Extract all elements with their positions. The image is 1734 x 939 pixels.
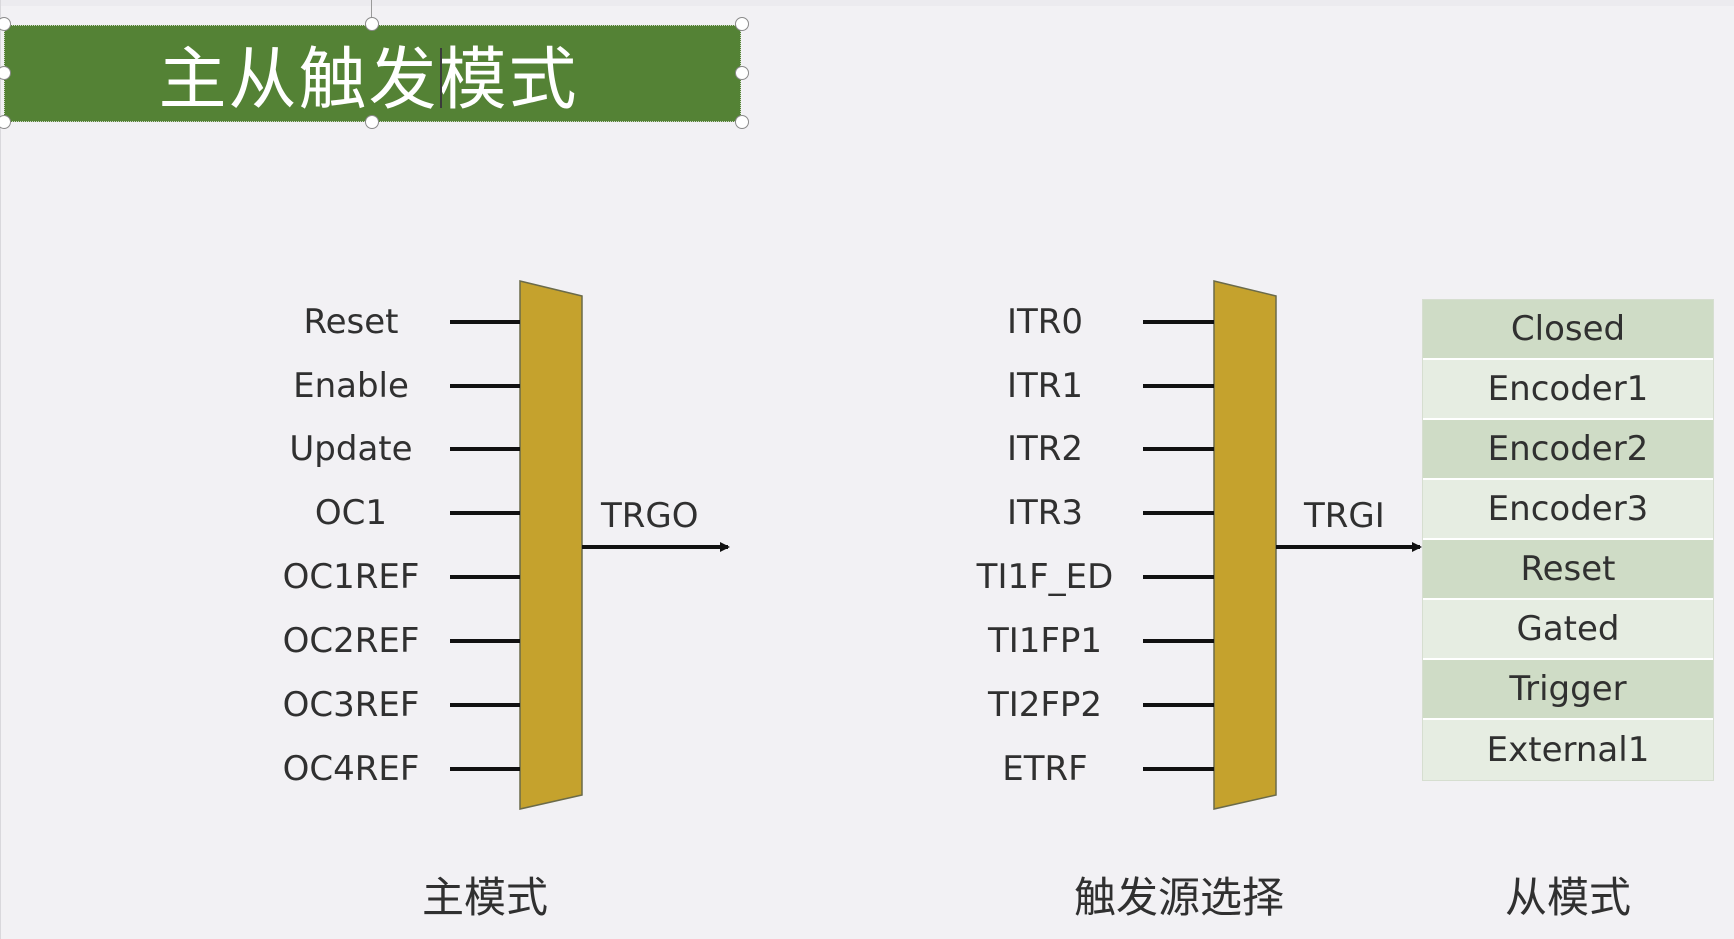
resize-handle-bottom-left[interactable] — [0, 115, 11, 129]
slide-left-edge — [0, 0, 1, 939]
trigger-input-label-itr0: ITR0 — [1006, 302, 1084, 342]
trigger-input-label-ti2fp2: TI2FP2 — [987, 685, 1103, 725]
master-input-label-enable: Enable — [293, 366, 409, 406]
master-input-label-oc1ref: OC1REF — [282, 557, 420, 597]
slave-mode-row-encoder1: Encoder1 — [1423, 360, 1713, 420]
trigger-input-label-itr3: ITR3 — [1006, 493, 1084, 533]
trigger-input-lines — [1143, 320, 1214, 771]
master-input-label-oc2ref: OC2REF — [282, 621, 420, 661]
master-input-label-oc3ref: OC3REF — [282, 685, 420, 725]
slave-mode-row-closed: Closed — [1423, 300, 1713, 360]
master-input-label-oc1: OC1 — [314, 493, 388, 533]
resize-handle-top-center[interactable] — [365, 17, 379, 31]
trigger-select-caption: 触发源选择 — [1073, 873, 1284, 922]
trigger-input-label-etrf: ETRF — [1002, 749, 1088, 789]
slave-mode-row-reset: Reset — [1423, 540, 1713, 600]
page-title[interactable]: 主从触发模式 — [158, 41, 579, 120]
master-mux — [519, 280, 583, 810]
trigger-input-label-itr2: ITR2 — [1006, 429, 1084, 469]
slide-top-strip — [0, 0, 1734, 6]
text-cursor — [440, 48, 442, 108]
master-mode-caption: 主模式 — [421, 873, 548, 922]
resize-handle-top-left[interactable] — [0, 17, 11, 31]
resize-handle-middle-right[interactable] — [735, 66, 749, 80]
trigger-input-label-ti1fp1: TI1FP1 — [987, 621, 1103, 661]
trgi-label: TRGI — [1304, 496, 1385, 536]
trigger-input-label-itr1: ITR1 — [1006, 366, 1084, 406]
trigger-select-mux — [1213, 280, 1277, 810]
master-input-label-reset: Reset — [303, 302, 399, 342]
master-input-lines — [450, 320, 520, 771]
resize-handle-bottom-right[interactable] — [735, 115, 749, 129]
slave-mode-table: Closed Encoder1 Encoder2 Encoder3 Reset … — [1422, 299, 1714, 781]
slave-mode-row-trigger: Trigger — [1423, 660, 1713, 720]
trgo-label: TRGO — [601, 496, 699, 536]
resize-handle-top-right[interactable] — [735, 17, 749, 31]
resize-handle-middle-left[interactable] — [0, 66, 11, 80]
slave-mode-row-external1: External1 — [1423, 720, 1713, 780]
title-text-box[interactable]: 主从触发模式 — [4, 25, 741, 122]
slave-mode-caption: 从模式 — [1504, 873, 1631, 922]
rotate-handle-stem — [371, 0, 372, 20]
slave-mode-row-gated: Gated — [1423, 600, 1713, 660]
slave-mode-row-encoder2: Encoder2 — [1423, 420, 1713, 480]
resize-handle-bottom-center[interactable] — [365, 115, 379, 129]
master-input-label-oc4ref: OC4REF — [282, 749, 420, 789]
trigger-input-label-ti1f-ed: TI1F_ED — [976, 557, 1114, 597]
master-input-label-update: Update — [289, 429, 413, 469]
slave-mode-row-encoder3: Encoder3 — [1423, 480, 1713, 540]
